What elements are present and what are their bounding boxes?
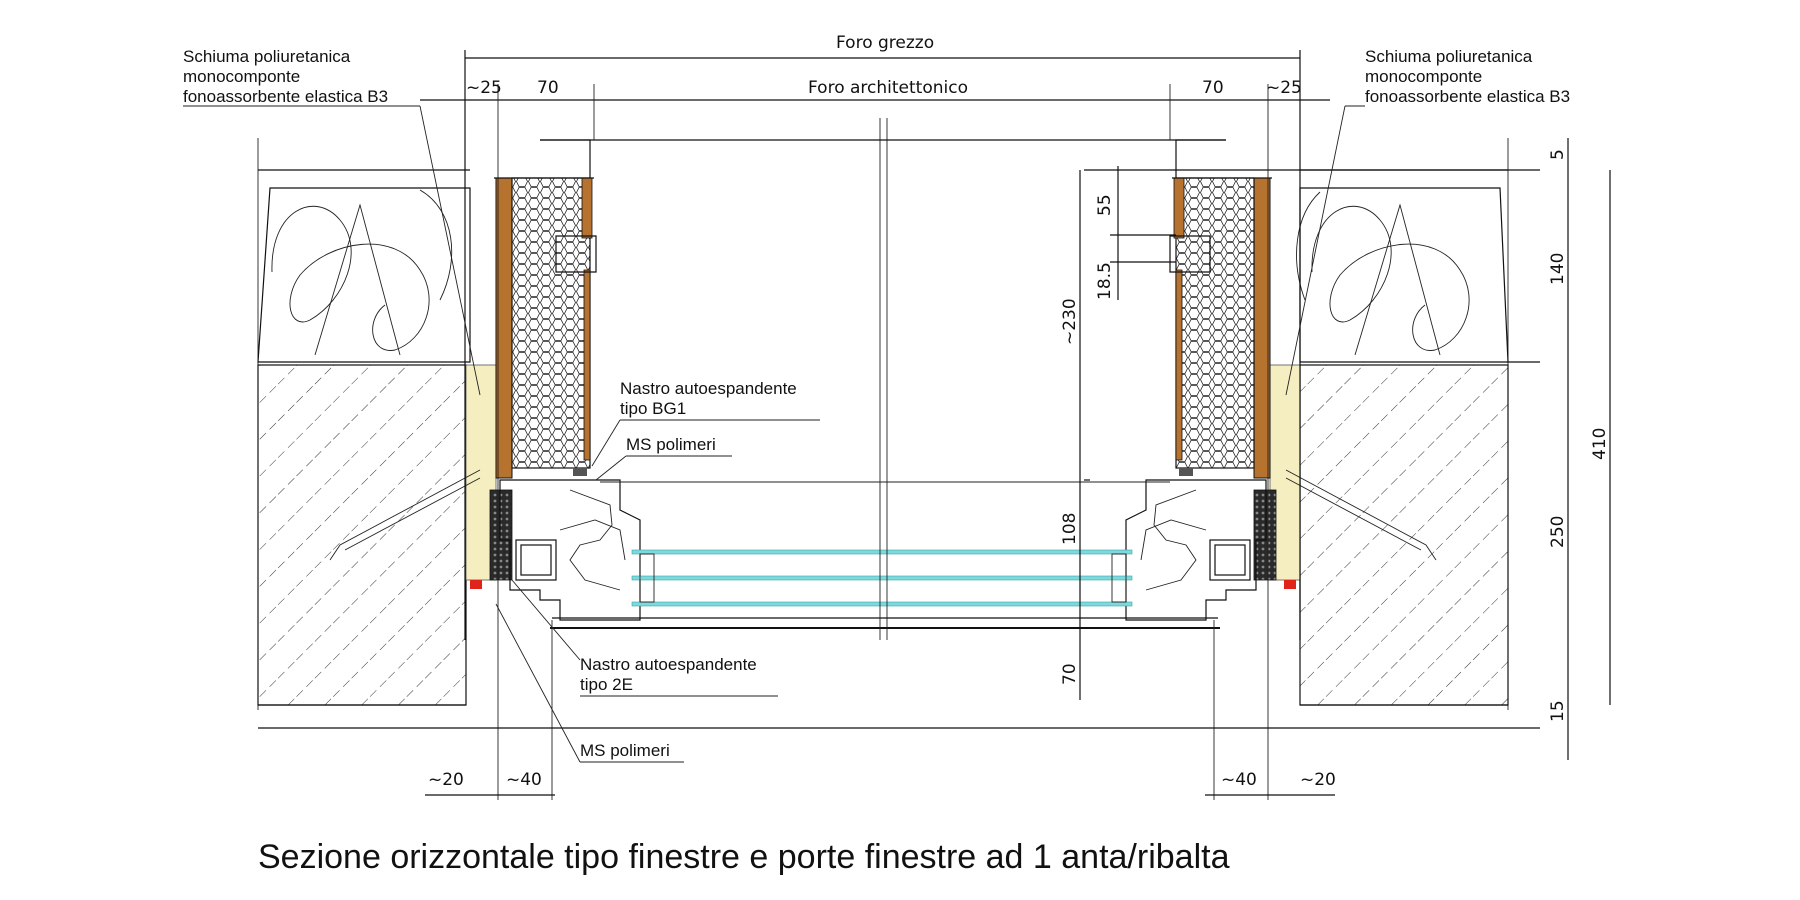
label-foam-right-line-1: Schiuma poliuretanica	[1365, 47, 1533, 66]
left-wall	[257, 138, 497, 710]
dim-foro-architettonico: Foro architettonico	[808, 78, 968, 98]
dim-r-410: 410	[1590, 428, 1610, 460]
label-foam-left: Schiuma poliuretanica monocomponte fonoa…	[183, 47, 481, 396]
dim-right-70: 70	[1202, 78, 1224, 98]
right-red-seal	[1284, 580, 1296, 589]
dim-v-55: 55	[1095, 194, 1115, 216]
dim-v-108: 108	[1060, 513, 1080, 545]
dim-foro-grezzo: Foro grezzo	[836, 33, 934, 53]
right-tape-2e	[1253, 489, 1277, 581]
dim-r-15: 15	[1548, 700, 1568, 722]
right-insulation	[1296, 187, 1509, 363]
dim-left-gap: ~25	[466, 78, 502, 98]
label-foam-left-line-2: monocomponte	[183, 67, 300, 86]
label-ms-bottom: MS polimeri	[495, 603, 684, 763]
right-subframe	[1169, 139, 1296, 589]
label-foam-right-line-2: monocomponte	[1365, 67, 1482, 86]
label-foam-right: Schiuma poliuretanica monocomponte fonoa…	[1285, 47, 1570, 396]
label-tape-bg1-line-1: Nastro autoespandente	[620, 379, 797, 398]
drawing-caption: Sezione orizzontale tipo finestre e port…	[258, 838, 1230, 876]
right-wall	[1269, 138, 1509, 710]
left-window-profile	[499, 468, 641, 621]
dim-r-250: 250	[1548, 516, 1568, 548]
label-ms-top: MS polimeri	[595, 435, 732, 481]
dimension-lines	[258, 50, 1611, 800]
dim-bottom-right-40: ~40	[1221, 770, 1257, 790]
label-foam-right-line-3: fonoassorbente elastica B3	[1365, 87, 1570, 106]
left-concrete	[257, 364, 467, 706]
dim-v-230: ~230	[1060, 298, 1080, 345]
label-tape-bg1-line-2: tipo BG1	[620, 399, 686, 418]
sash-frame	[550, 481, 1220, 629]
left-insulation	[257, 187, 471, 363]
triple-glazing	[631, 549, 1133, 607]
label-tape-2e-line-2: tipo 2E	[580, 675, 633, 694]
dim-v-18-5: 18.5	[1095, 262, 1115, 300]
right-window-profile	[1125, 468, 1267, 621]
right-concrete	[1299, 364, 1509, 706]
dim-r-5: 5	[1548, 149, 1568, 160]
label-foam-left-line-3: fonoassorbente elastica B3	[183, 87, 388, 106]
left-red-seal	[470, 580, 482, 589]
label-ms-top-text: MS polimeri	[626, 435, 716, 454]
label-ms-bottom-text: MS polimeri	[580, 741, 670, 760]
dim-bottom-left-20: ~20	[428, 770, 464, 790]
right-anchor	[1285, 469, 1437, 561]
dim-r-140: 140	[1548, 253, 1568, 285]
dim-left-70: 70	[537, 78, 559, 98]
dim-v-70: 70	[1060, 663, 1080, 685]
center-break-line	[879, 118, 888, 640]
label-tape-bg1: Nastro autoespandente tipo BG1	[591, 379, 820, 467]
label-tape-2e-line-1: Nastro autoespandente	[580, 655, 757, 674]
dim-bottom-left-40: ~40	[506, 770, 542, 790]
label-tape-2e: Nastro autoespandente tipo 2E	[511, 579, 778, 697]
dim-right-gap: ~25	[1266, 78, 1302, 98]
left-tape-2e	[489, 489, 513, 581]
left-subframe	[470, 139, 597, 589]
label-foam-left-line-1: Schiuma poliuretanica	[183, 47, 351, 66]
left-anchor	[329, 469, 481, 561]
dim-bottom-right-20: ~20	[1300, 770, 1336, 790]
